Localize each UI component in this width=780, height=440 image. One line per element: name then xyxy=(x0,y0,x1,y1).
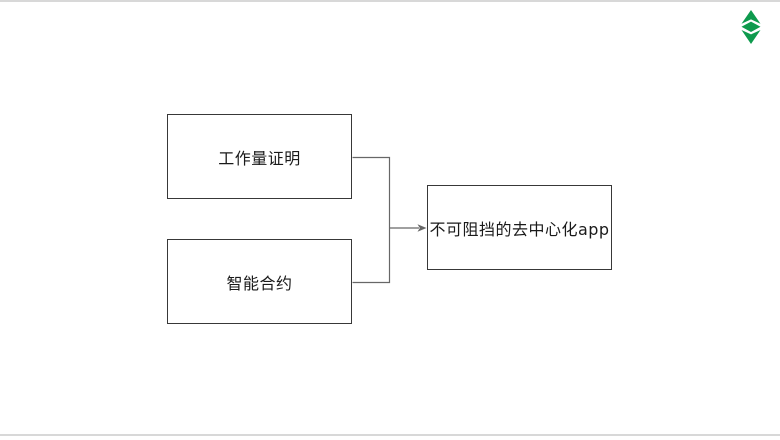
slide-top-border xyxy=(0,0,780,2)
connector-bracket xyxy=(352,156,391,284)
node-smart-contract: 智能合约 xyxy=(167,239,352,324)
slide-bottom-border xyxy=(0,434,780,436)
node-smart-contract-label: 智能合约 xyxy=(226,273,293,293)
node-proof-of-work: 工作量证明 xyxy=(167,114,352,199)
connector-arrowhead-icon xyxy=(417,224,427,232)
ethereum-classic-icon xyxy=(741,10,761,44)
node-proof-of-work-label: 工作量证明 xyxy=(218,148,301,168)
node-decentralized-app-label: 不可阻挡的去中心化app xyxy=(429,219,610,239)
node-decentralized-app: 不可阻挡的去中心化app xyxy=(427,185,612,270)
